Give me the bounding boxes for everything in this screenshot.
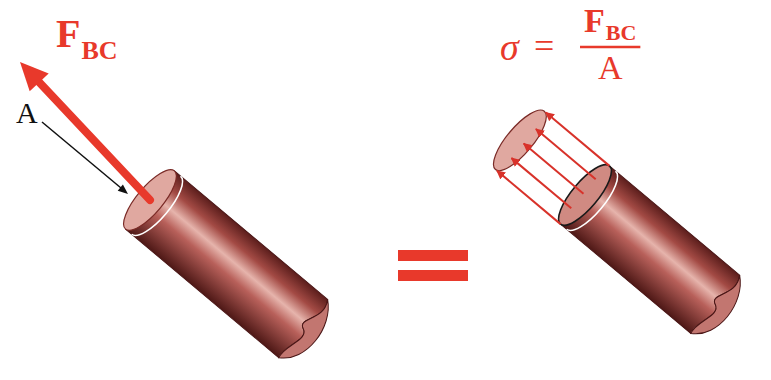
force-subscript: BC	[81, 38, 117, 64]
force-symbol: F	[584, 4, 605, 38]
force-arrow	[20, 62, 150, 200]
rod-right	[486, 103, 753, 345]
rod-left	[116, 163, 341, 369]
area-label: A	[598, 51, 623, 85]
area-label: A	[16, 98, 38, 128]
equals-sign	[398, 250, 468, 281]
leader-line	[42, 122, 128, 194]
stress-symbol: σ	[500, 28, 519, 66]
force-subscript: BC	[606, 22, 637, 44]
force-symbol: F	[56, 14, 80, 54]
fraction-bar	[580, 46, 640, 49]
stress-arrows	[497, 113, 609, 225]
equals-text: =	[534, 28, 554, 64]
